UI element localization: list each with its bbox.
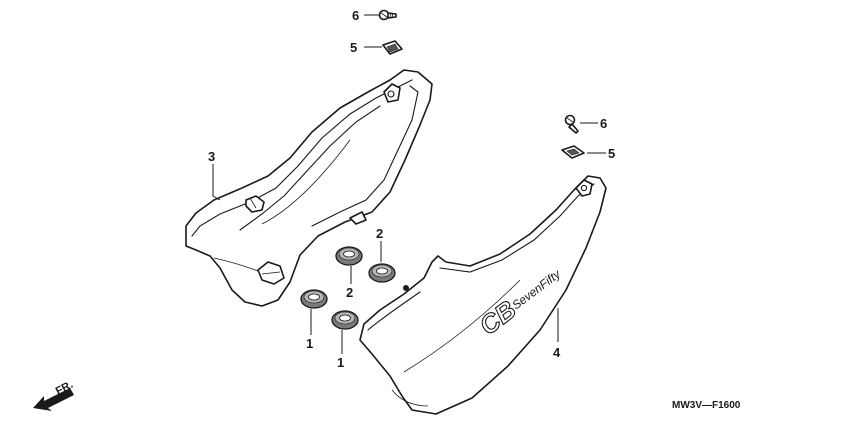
left-side-cover bbox=[185, 69, 433, 307]
callout-clip-nut-right: 5 bbox=[608, 146, 615, 161]
right-side-cover: CB SevenFifty bbox=[359, 175, 607, 415]
callout-screw-right: 6 bbox=[600, 116, 607, 131]
callout-screw-top: 6 bbox=[352, 8, 359, 23]
grommet-lower-right bbox=[331, 310, 359, 330]
grommet-upper-left bbox=[335, 246, 363, 266]
front-arrow-icon bbox=[33, 388, 74, 411]
callout-right-cover: 4 bbox=[553, 345, 561, 360]
callout-left-cover: 3 bbox=[208, 149, 215, 164]
callout-grommet-lower-left: 1 bbox=[306, 336, 313, 351]
clip-nut-top bbox=[382, 40, 403, 55]
callout-clip-nut-top: 5 bbox=[350, 40, 357, 55]
grommet-lower-left bbox=[300, 289, 328, 309]
grommet-upper-right bbox=[368, 263, 396, 283]
callout-grommet-upper-right: 2 bbox=[376, 226, 383, 241]
callout-grommet-lower-right: 1 bbox=[337, 355, 344, 370]
screw-top bbox=[378, 9, 397, 21]
clip-nut-right bbox=[561, 145, 585, 159]
screw-right bbox=[564, 114, 579, 134]
diagram-code: MW3V—F1600 bbox=[672, 400, 741, 411]
left-cover-leader bbox=[212, 164, 221, 201]
callout-grommet-upper-left: 2 bbox=[346, 285, 353, 300]
front-direction-marker: FR. bbox=[33, 379, 75, 411]
